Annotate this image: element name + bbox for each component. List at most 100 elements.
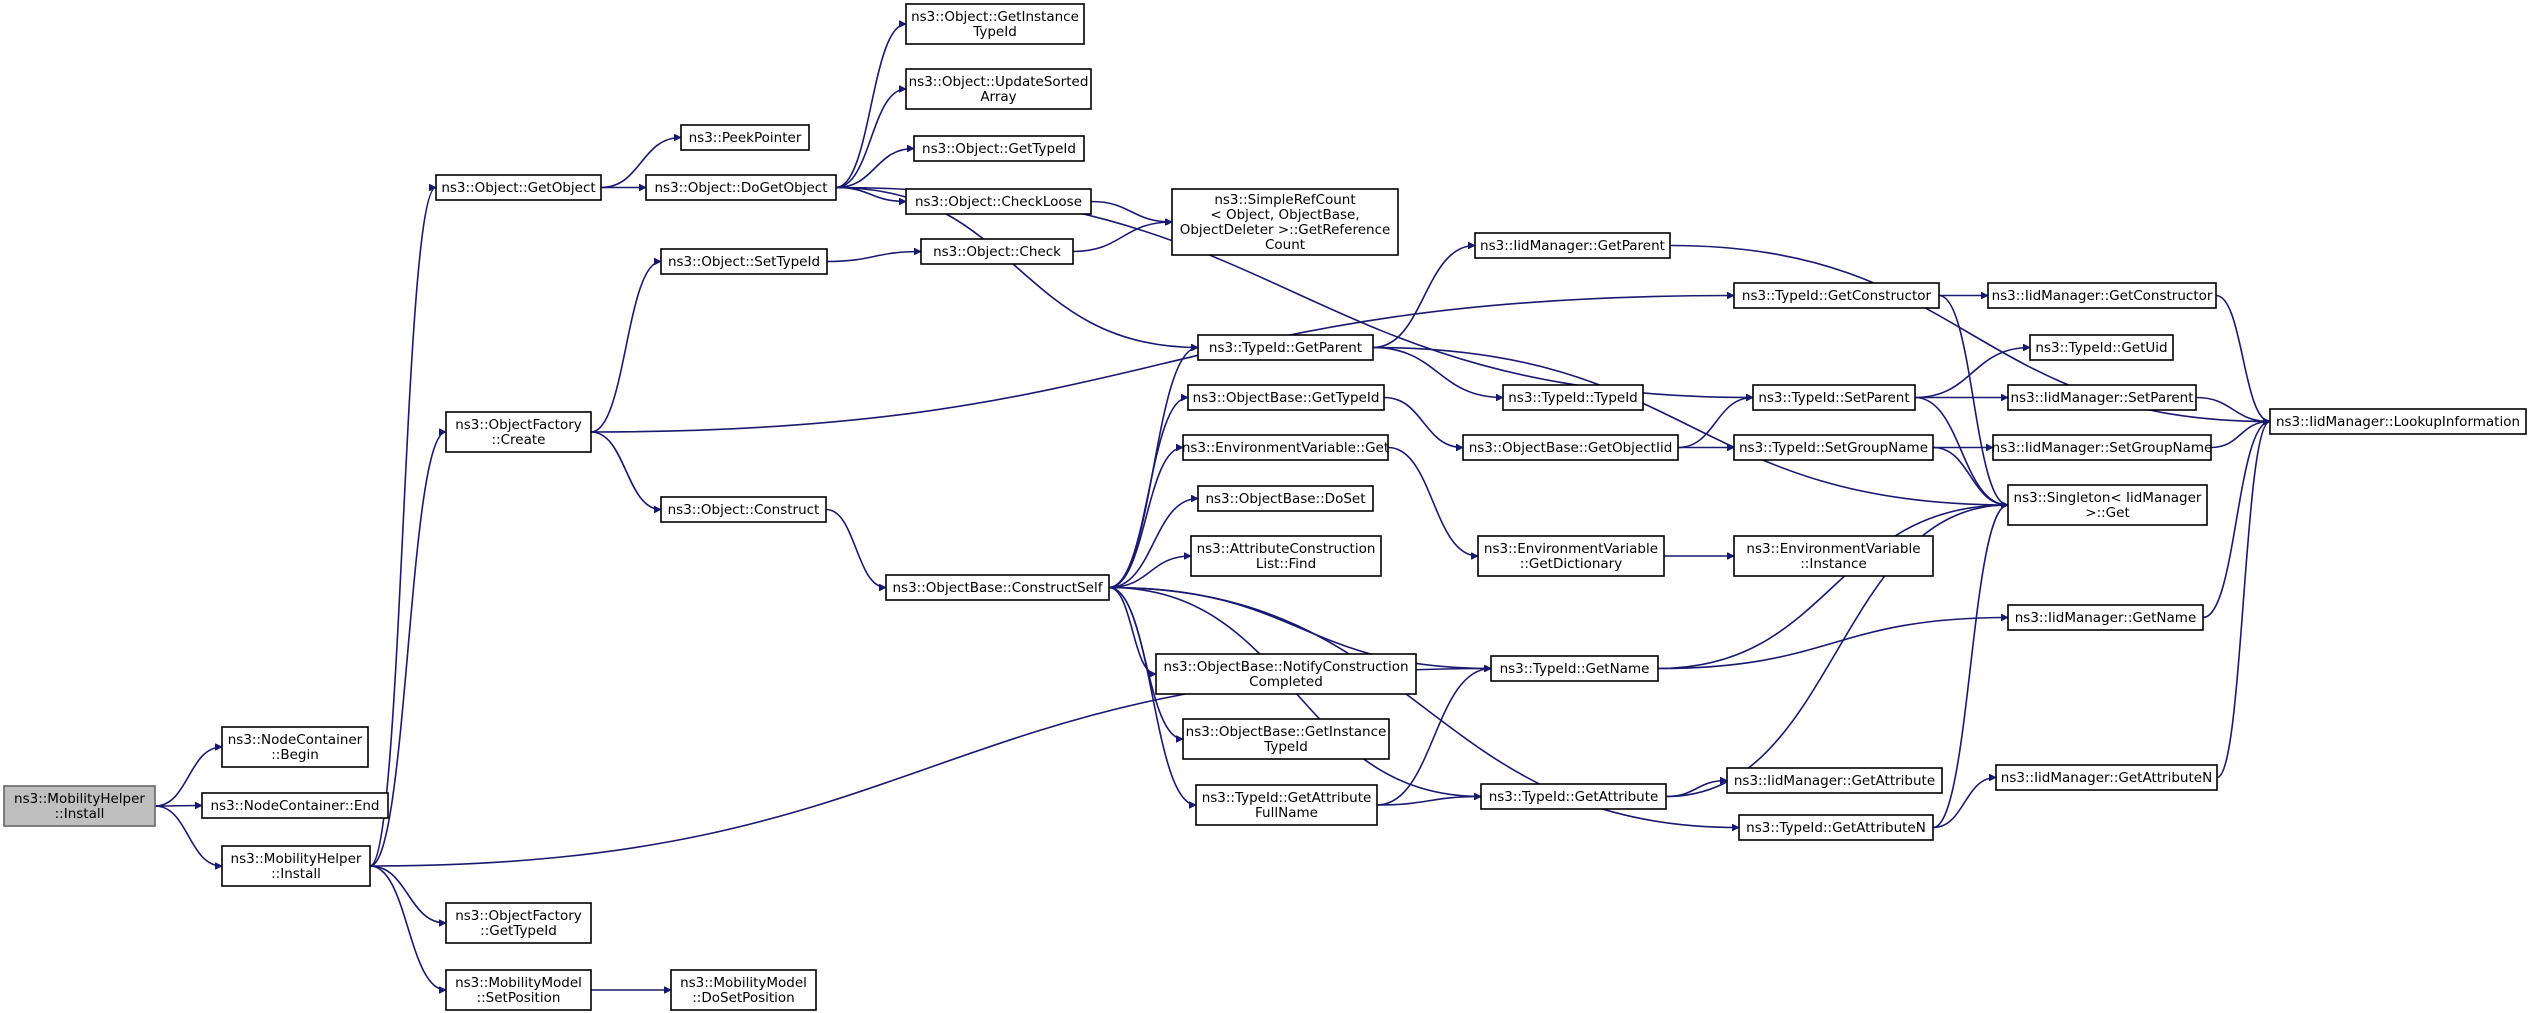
node-tid-get-name[interactable]: ns3::TypeId::GetName bbox=[1490, 655, 1659, 682]
node-mh-install[interactable]: ns3::MobilityHelper::Install bbox=[221, 845, 371, 887]
node-label: ns3::IidManager::GetAttribute bbox=[1734, 773, 1935, 789]
node-root[interactable]: ns3::MobilityHelper::Install bbox=[3, 785, 156, 827]
node-iid-get-parent[interactable]: ns3::IidManager::GetParent bbox=[1474, 232, 1671, 259]
node-iid-get-name[interactable]: ns3::IidManager::GetName bbox=[2007, 604, 2204, 631]
node-label: ::Begin bbox=[271, 747, 319, 763]
node-iid-get-attribute-n[interactable]: ns3::IidManager::GetAttributeN bbox=[1995, 764, 2218, 791]
node-notify-construction[interactable]: ns3::ObjectBase::NotifyConstructionCompl… bbox=[1155, 653, 1417, 695]
node-nc-begin[interactable]: ns3::NodeContainer::Begin bbox=[221, 726, 369, 768]
node-check-loose[interactable]: ns3::Object::CheckLoose bbox=[905, 188, 1092, 215]
node-singleton-get[interactable]: ns3::Singleton< IidManager>::Get bbox=[2007, 484, 2208, 526]
edge-tid-get-parent-to-singleton-get bbox=[1372, 346, 2008, 506]
node-of-create[interactable]: ns3::ObjectFactory::Create bbox=[445, 411, 592, 453]
node-nc-end[interactable]: ns3::NodeContainer::End bbox=[201, 792, 389, 819]
node-box bbox=[1480, 783, 1667, 810]
edge-construct-self-to-ob-do-set bbox=[1108, 499, 1198, 589]
node-box bbox=[680, 124, 810, 151]
node-mm-set-position[interactable]: ns3::MobilityModel::SetPosition bbox=[445, 969, 592, 1011]
node-box bbox=[3, 785, 156, 827]
node-box bbox=[905, 188, 1092, 215]
node-tid-set-group-name[interactable]: ns3::TypeId::SetGroupName bbox=[1733, 434, 1934, 461]
node-tid-type-id[interactable]: ns3::TypeId::TypeId bbox=[1502, 384, 1644, 411]
node-tid-get-constructor[interactable]: ns3::TypeId::GetConstructor bbox=[1733, 282, 1940, 309]
edge-iid-get-attribute-n-to-iid-lookup-information bbox=[2216, 422, 2271, 779]
node-box bbox=[2007, 484, 2208, 526]
node-label: FullName bbox=[1255, 805, 1318, 821]
node-label: ns3::Object::GetObject bbox=[441, 180, 595, 196]
node-label: TypeId bbox=[1263, 739, 1308, 755]
node-env-get[interactable]: ns3::EnvironmentVariable::Get bbox=[1182, 434, 1389, 461]
node-env-instance[interactable]: ns3::EnvironmentVariable::Instance bbox=[1733, 535, 1934, 577]
node-label: ::Install bbox=[55, 806, 105, 822]
edge-iid-set-parent-to-iid-lookup-information bbox=[2195, 396, 2270, 422]
edge-tid-set-group-name-to-singleton-get bbox=[1932, 446, 2008, 506]
node-label: ns3::Object::DoGetObject bbox=[654, 180, 827, 196]
edge-iid-get-parent-to-iid-lookup-information bbox=[1669, 244, 2270, 422]
node-tid-get-attribute-n[interactable]: ns3::TypeId::GetAttributeN bbox=[1738, 814, 1934, 841]
edge-iid-get-constructor-to-iid-lookup-information bbox=[2215, 294, 2271, 422]
node-tid-set-parent[interactable]: ns3::TypeId::SetParent bbox=[1752, 384, 1916, 411]
node-get-object[interactable]: ns3::Object::GetObject bbox=[435, 174, 602, 201]
node-label: ns3::NodeContainer::End bbox=[211, 798, 380, 814]
node-construct-self[interactable]: ns3::ObjectBase::ConstructSelf bbox=[885, 574, 1110, 601]
node-label: >::Get bbox=[2085, 505, 2129, 521]
node-mm-do-set-position[interactable]: ns3::MobilityModel::DoSetPosition bbox=[670, 969, 817, 1011]
node-do-get-object[interactable]: ns3::Object::DoGetObject bbox=[645, 174, 837, 201]
node-label: ns3::IidManager::GetName bbox=[2015, 610, 2197, 626]
node-box bbox=[885, 574, 1110, 601]
node-label: ns3::Object::Construct bbox=[668, 502, 820, 518]
node-label: ns3::IidManager::GetAttributeN bbox=[2001, 770, 2212, 786]
node-iid-get-attribute[interactable]: ns3::IidManager::GetAttribute bbox=[1726, 767, 1943, 794]
node-ob-do-set[interactable]: ns3::ObjectBase::DoSet bbox=[1197, 485, 1374, 512]
node-ob-get-object-iid[interactable]: ns3::ObjectBase::GetObjectIid bbox=[1462, 434, 1679, 461]
node-label: ::GetTypeId bbox=[480, 923, 557, 939]
node-box bbox=[221, 845, 371, 887]
edge-tid-set-parent-to-tid-get-uid bbox=[1914, 348, 2030, 399]
node-iid-set-group-name[interactable]: ns3::IidManager::SetGroupName bbox=[1992, 434, 2213, 461]
node-tid-get-attribute[interactable]: ns3::TypeId::GetAttribute bbox=[1480, 783, 1667, 810]
node-obj-check[interactable]: ns3::Object::Check bbox=[920, 238, 1074, 265]
call-nodes: ns3::MobilityHelper::Install ns3::NodeCon… bbox=[3, 3, 2527, 1011]
node-box bbox=[1502, 384, 1644, 411]
node-set-type-id[interactable]: ns3::Object::SetTypeId bbox=[660, 248, 828, 275]
node-label: ns3::Object::GetTypeId bbox=[922, 141, 1076, 157]
node-label: ns3::ObjectBase::ConstructSelf bbox=[893, 580, 1104, 596]
node-peek-pointer[interactable]: ns3::PeekPointer bbox=[680, 124, 810, 151]
node-label: ns3::MobilityHelper bbox=[231, 851, 362, 867]
edge-root-to-nc-end bbox=[154, 806, 202, 807]
edge-construct-self-to-env-get bbox=[1108, 448, 1184, 589]
node-box bbox=[645, 174, 837, 201]
node-ob-get-type-id[interactable]: ns3::ObjectBase::GetTypeId bbox=[1187, 384, 1385, 411]
node-label: ::Instance bbox=[1800, 556, 1867, 572]
node-box bbox=[445, 902, 592, 944]
node-env-get-dictionary[interactable]: ns3::EnvironmentVariable::GetDictionary bbox=[1477, 535, 1665, 577]
node-of-get-type-id[interactable]: ns3::ObjectFactory::GetTypeId bbox=[445, 902, 592, 944]
node-box bbox=[445, 411, 592, 453]
node-label: ns3::TypeId::GetAttributeN bbox=[1746, 820, 1926, 836]
node-obj-get-type-id[interactable]: ns3::Object::GetTypeId bbox=[913, 135, 1085, 162]
edge-construct-self-to-tid-get-attr-full-name bbox=[1108, 586, 1197, 806]
edge-of-create-to-tid-get-constructor bbox=[590, 296, 1734, 433]
node-label: ns3::Object::CheckLoose bbox=[915, 194, 1082, 210]
edge-construct-self-to-tid-get-attribute-n bbox=[1108, 586, 1739, 828]
edge-tid-get-attr-full-name-to-tid-get-attribute bbox=[1376, 797, 1481, 806]
node-box bbox=[2029, 334, 2174, 361]
node-simple-ref[interactable]: ns3::SimpleRefCount< Object, ObjectBase,… bbox=[1171, 188, 1399, 256]
node-tid-get-parent[interactable]: ns3::TypeId::GetParent bbox=[1197, 334, 1374, 361]
node-label: ns3::Singleton< IidManager bbox=[2014, 490, 2202, 506]
node-iid-set-parent[interactable]: ns3::IidManager::SetParent bbox=[2007, 384, 2197, 411]
node-obj-construct[interactable]: ns3::Object::Construct bbox=[660, 496, 827, 523]
node-box bbox=[1474, 232, 1671, 259]
node-iid-get-constructor[interactable]: ns3::IidManager::GetConstructor bbox=[1987, 282, 2217, 309]
node-iid-lookup-information[interactable]: ns3::IidManager::LookupInformation bbox=[2269, 408, 2527, 435]
node-box bbox=[1190, 535, 1382, 577]
edge-do-get-object-to-tid-get-parent bbox=[835, 186, 1198, 348]
node-label: ns3::EnvironmentVariable bbox=[1484, 541, 1658, 557]
node-tid-get-uid[interactable]: ns3::TypeId::GetUid bbox=[2029, 334, 2174, 361]
node-label: Array bbox=[980, 89, 1016, 105]
